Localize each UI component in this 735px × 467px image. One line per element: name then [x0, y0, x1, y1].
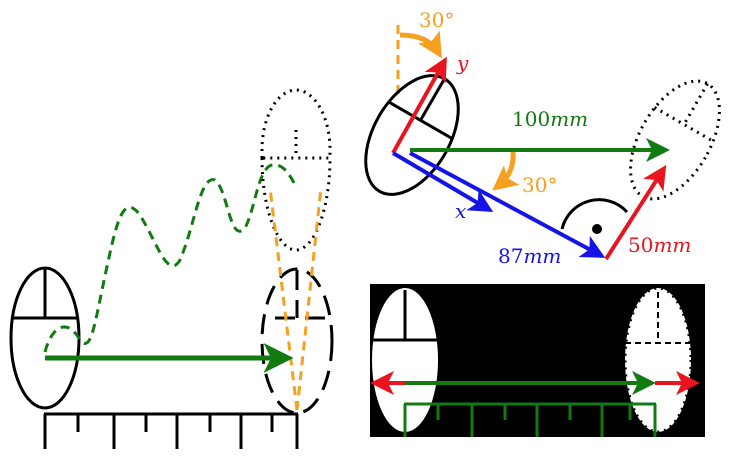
angle-top-label: 30°	[419, 8, 454, 32]
mouse-start-white-icon	[372, 288, 438, 432]
x-axis-arrow	[391, 151, 494, 213]
bottom-right-panel	[370, 284, 705, 437]
mouse-dotted-path	[43, 163, 297, 353]
mouse-rotated-icon	[364, 74, 460, 196]
mouse-end-dashed-icon	[260, 267, 334, 415]
x-component-arrow	[409, 151, 606, 258]
x-axis-label: x	[455, 199, 466, 223]
mouse-dotted-outline-icon	[260, 88, 332, 252]
rotation-arrow-mid	[492, 151, 520, 191]
angle-mid-label: 30°	[522, 173, 557, 197]
mouse-start-icon	[9, 266, 81, 410]
y-axis-label: y	[456, 51, 469, 75]
projection-cone	[268, 187, 323, 411]
distance-87-label: 87mm	[498, 244, 561, 268]
green-ruler	[403, 402, 657, 437]
right-angle-marker	[560, 198, 629, 230]
rotation-arrow-top	[399, 30, 442, 59]
ruler	[43, 412, 299, 449]
top-right-panel: 30° y x 30° 100mm 87mm 50mm	[364, 8, 721, 268]
right-angle-dot	[592, 224, 602, 234]
y-axis-arrow	[391, 56, 447, 154]
distance-100-label: 100mm	[512, 107, 588, 131]
mouse-target-dotted-icon	[629, 79, 721, 201]
distance-50-label: 50mm	[628, 233, 691, 257]
left-panel	[9, 88, 334, 449]
mouse-end-dotted-white-icon	[623, 286, 693, 434]
y-component-arrow	[604, 164, 667, 261]
